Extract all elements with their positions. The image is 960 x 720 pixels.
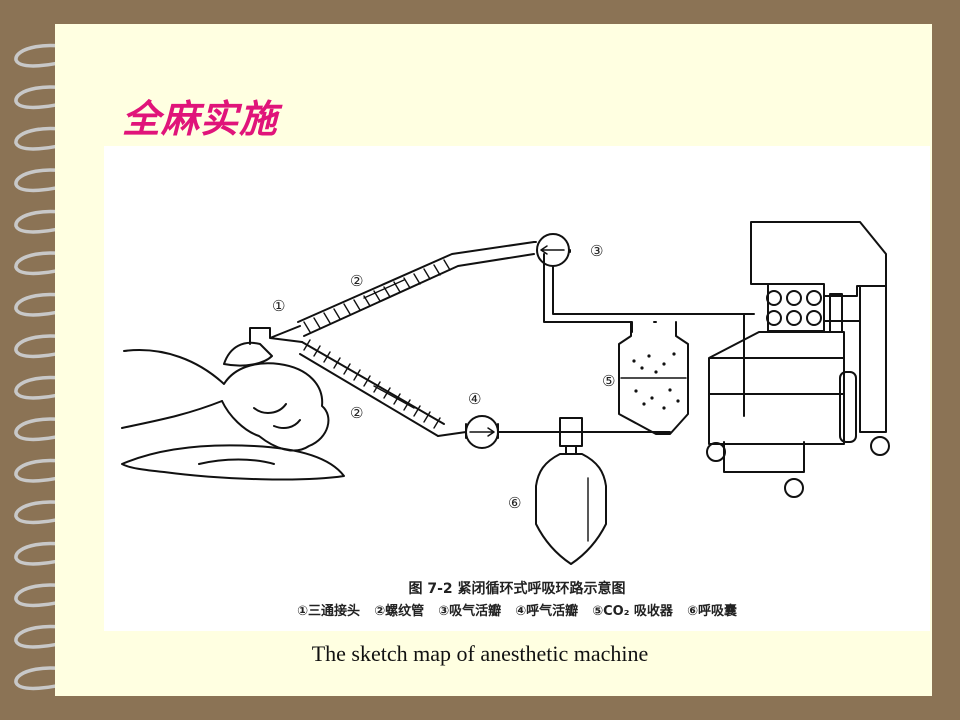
binding-ring xyxy=(14,209,79,234)
figure-caption-title: 图 7-2 紧闭循环式呼吸环路示意图 xyxy=(408,581,626,597)
wheel xyxy=(870,436,890,456)
anesthetic-machine xyxy=(708,221,887,473)
marker-6: ⑥ xyxy=(508,494,521,512)
absorber-granules xyxy=(632,352,680,410)
legend-item: ⑥呼吸囊 xyxy=(686,604,737,619)
wheel xyxy=(706,442,726,462)
gas-cylinder xyxy=(839,371,857,443)
expiratory-tube xyxy=(299,341,445,437)
bag-connector xyxy=(559,417,583,455)
legend-item: ③吸气活瓣 xyxy=(438,604,502,619)
anesthetic-machine-diagram: ① ② ③ ② ④ ⑤ ⑥ 图 7-2 紧闭循环式呼吸环路示意图 ①三通接头 ②… xyxy=(104,146,930,631)
patient-shoulder xyxy=(121,400,223,429)
face-mask xyxy=(223,341,273,367)
binding-ring xyxy=(14,666,79,691)
patient-face-detail xyxy=(253,403,301,429)
binding-ring xyxy=(14,85,79,110)
slide-title: 全麻实施 xyxy=(122,96,279,141)
marker-5: ⑤ xyxy=(602,372,615,390)
wheel xyxy=(784,478,804,498)
inspiratory-tube xyxy=(297,241,535,337)
expiratory-tube-ribs xyxy=(303,339,441,429)
marker-4: ④ xyxy=(468,390,481,408)
patient-head xyxy=(123,349,330,452)
binding-ring xyxy=(14,126,79,151)
legend-item: ②螺纹管 xyxy=(374,604,425,619)
flow-arrow-in xyxy=(363,279,405,299)
inspiratory-tube-ribs xyxy=(303,259,451,333)
binding-ring xyxy=(14,43,79,68)
marker-2-top: ② xyxy=(350,272,363,290)
diagram-drawing: ① ② ③ ② ④ ⑤ ⑥ xyxy=(121,221,890,565)
reservoir-bag xyxy=(535,453,607,565)
binding-ring xyxy=(14,334,79,359)
marker-1: ① xyxy=(272,297,285,315)
legend-item: ⑤CO₂ 吸收器 xyxy=(592,604,673,619)
binding-ring xyxy=(14,375,79,400)
binding-ring xyxy=(14,624,79,649)
y-connector xyxy=(249,325,303,345)
binding-ring xyxy=(14,168,79,193)
binding-ring xyxy=(14,500,79,525)
slide-caption: The sketch map of anesthetic machine xyxy=(311,641,649,666)
legend-item: ①三通接头 xyxy=(297,604,361,619)
inspiratory-line xyxy=(533,241,745,417)
expiratory-valve xyxy=(465,415,499,449)
flow-arrow-out xyxy=(373,385,415,409)
binding-ring xyxy=(14,583,79,608)
binding-ring xyxy=(14,417,79,442)
binding-ring xyxy=(14,541,79,566)
binding-ring xyxy=(14,251,79,276)
co2-absorber xyxy=(618,321,689,435)
inspiratory-valve xyxy=(536,233,570,267)
pillow xyxy=(121,444,345,481)
flowmeter xyxy=(829,293,843,333)
legend-item: ④呼气活瓣 xyxy=(515,604,579,619)
pillow-crease xyxy=(198,458,275,465)
marker-2-bottom: ② xyxy=(350,404,363,422)
binding-ring xyxy=(14,458,79,483)
marker-3: ③ xyxy=(590,242,603,260)
figure-legend: ①三通接头 ②螺纹管 ③吸气活瓣 ④呼气活瓣 ⑤CO₂ 吸收器 ⑥呼吸囊 xyxy=(104,600,930,619)
binding-ring xyxy=(14,292,79,317)
connection-to-machine xyxy=(653,313,755,323)
expiratory-line xyxy=(437,423,671,439)
